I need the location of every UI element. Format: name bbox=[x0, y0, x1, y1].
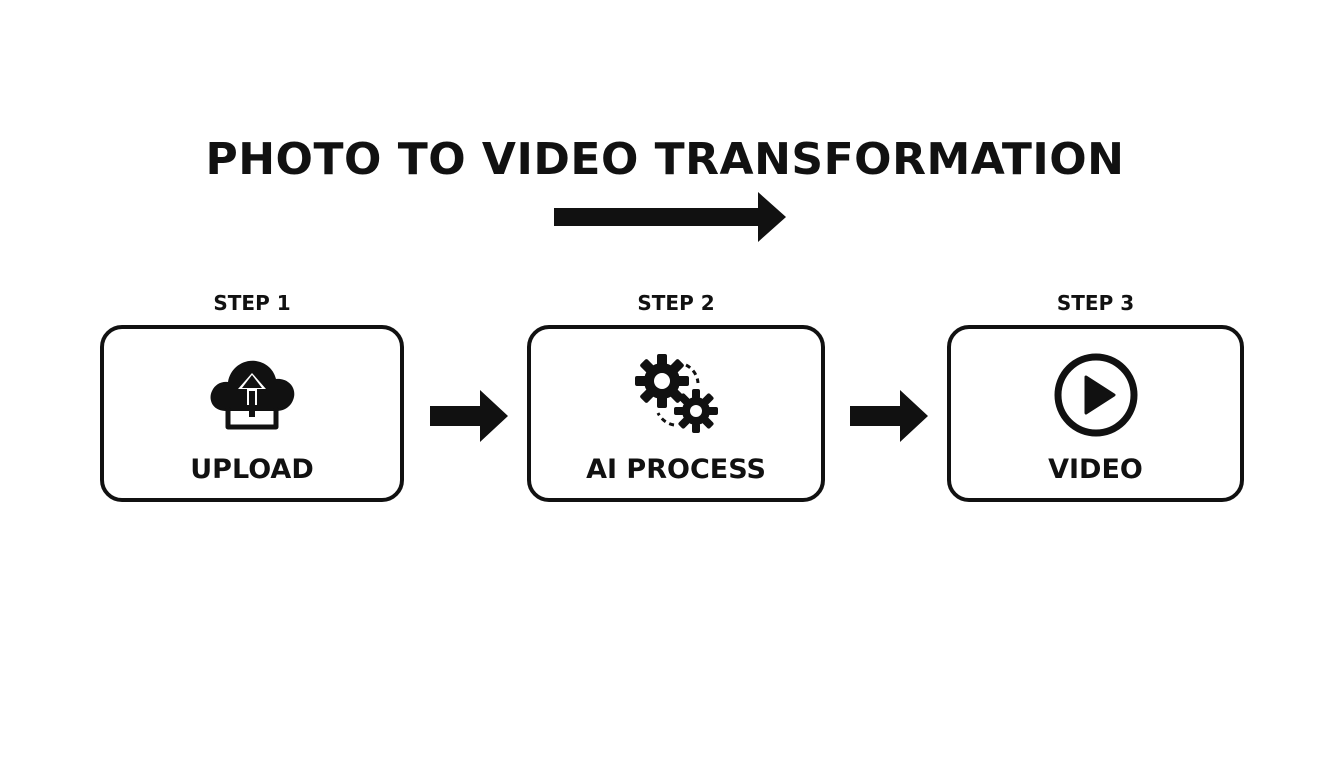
step-3-label: STEP 3 bbox=[1056, 291, 1135, 315]
step-2-box: AI PROCESS bbox=[527, 325, 825, 502]
main-arrow-icon bbox=[554, 192, 786, 242]
cloud-upload-icon bbox=[210, 360, 295, 430]
step-1-name: UPLOAD bbox=[190, 454, 314, 485]
step-3-box: VIDEO bbox=[947, 325, 1244, 502]
step-1-label: STEP 1 bbox=[213, 291, 291, 315]
step-2-label: STEP 2 bbox=[637, 291, 715, 315]
flow-arrow-2-icon bbox=[850, 390, 928, 442]
step-1-box: UPLOAD bbox=[100, 325, 404, 502]
step-3-name: VIDEO bbox=[1048, 454, 1143, 485]
gears-icon bbox=[635, 354, 718, 433]
flow-arrow-1-icon bbox=[430, 390, 508, 442]
step-2-name: AI PROCESS bbox=[586, 454, 766, 485]
play-circle-icon bbox=[1054, 353, 1137, 437]
diagram-title: PHOTO TO VIDEO TRANSFORMATION bbox=[205, 134, 1125, 185]
